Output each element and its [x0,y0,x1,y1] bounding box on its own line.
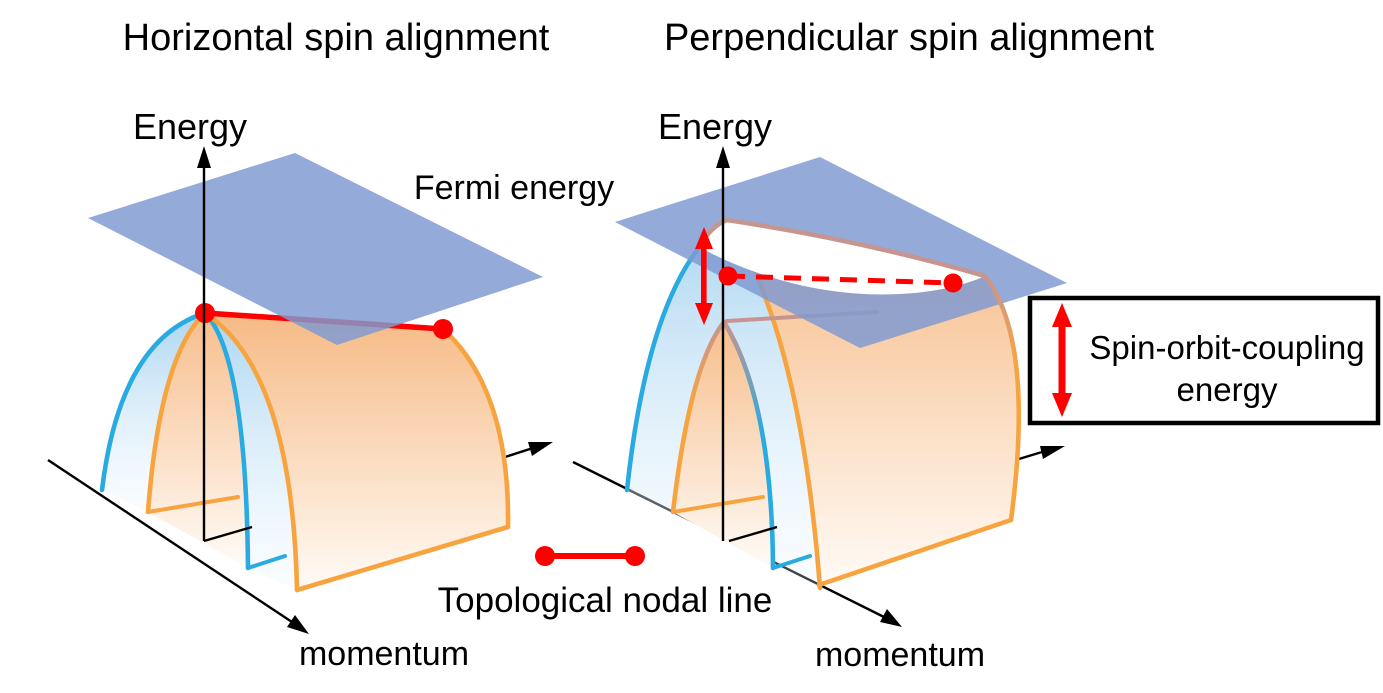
soc-box-double-arrow [1052,303,1072,417]
momentum-axis-arrowhead-icon [287,615,309,634]
upper-band-bottom-edge [816,517,1014,588]
orange-band-bottom-edge [294,524,511,593]
upper-band-ridge-above-fermi-outline [696,217,988,279]
soc-box-arrow-shaft [1058,320,1066,400]
energy-axis-label: Energy [658,106,772,147]
upper-band-far-arch-outline [982,273,1022,523]
lower-band-inner-left-flank-outline [670,319,727,515]
energy-axis-label: Energy [133,106,247,147]
orange-band-far-arch-outline [440,326,511,530]
soc-gap-arrow-shaft [701,243,707,309]
momentum-axis-label: momentum [299,635,469,673]
fermi-plane-label: Fermi energy [414,169,614,207]
panel-perpendicular-spin: Perpendicular spin alignment Energy mome… [572,17,1155,674]
blue-band-left-sliver [102,313,205,512]
momentum-axis [47,459,296,625]
nodal-point [718,266,738,286]
soc-box-label-line1: Spin-orbit-coupling [1089,329,1364,366]
nodal-point [433,319,453,339]
base-axis-tick [728,525,778,543]
momentum-axis-label: momentum [815,636,985,674]
fermi-plane [88,153,543,345]
panel-title: Horizontal spin alignment [123,17,550,59]
nodal-point [943,273,963,293]
orange-band-base-edge [146,495,240,514]
soc-gap-arrow [695,227,713,325]
blue-band-base-edge [246,554,287,570]
panel-title: Perpendicular spin alignment [664,17,1155,59]
legend-nodal-point [625,546,645,566]
energy-axis-arrowhead-icon [716,146,730,168]
lower-band-inner-right-flank-outline [721,319,776,571]
orange-band-tunnel-surface [205,313,509,590]
nodal-line-legend: Topological nodal line [438,546,773,620]
soc-gap-arrow-down-icon [695,303,713,325]
legend-label: Topological nodal line [438,581,773,620]
momentum-axis-back-arrowhead-icon [1040,446,1065,459]
soc-box-arrow-down-icon [1052,393,1072,417]
blue-band-base-edge [771,554,812,570]
base-axis-tick [203,525,253,543]
momentum-axis-back-arrowhead-icon [528,442,553,456]
soc-legend-box: Spin-orbit-coupling energy [1027,295,1381,426]
blue-band-right-sliver [205,313,297,590]
legend-nodal-point [535,546,555,566]
momentum-axis-arrowhead-icon [880,609,902,627]
soc-gap-arrow-up-icon [695,227,713,249]
soc-box-border [1027,295,1381,426]
soc-box-arrow-up-icon [1052,303,1072,327]
panel-horizontal-spin: Horizontal spin alignment Energy momentu… [47,17,553,673]
energy-axis-arrowhead-icon [197,146,211,168]
orange-band-base-edge [671,495,765,514]
soc-box-label-line2: energy [1177,371,1278,408]
orange-band-front-arch-fill [148,313,248,568]
gapped-nodal-line-dashed [727,273,954,286]
